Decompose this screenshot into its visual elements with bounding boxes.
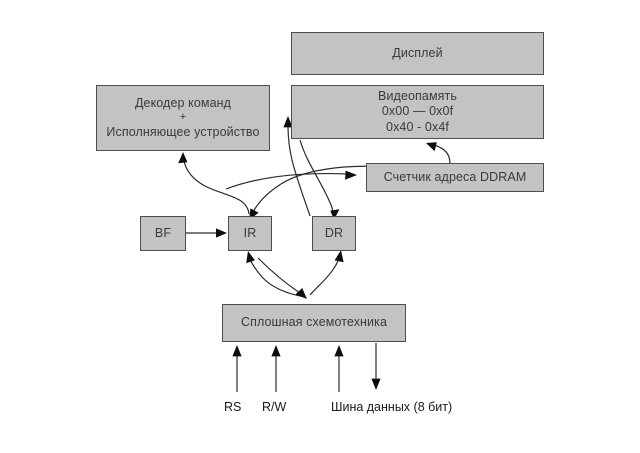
block-dr-label: DR [324,225,344,240]
wire-ir-to-ddram-counter [225,170,357,190]
port-label-rs: RS [224,400,242,414]
wire-rw-input [271,345,281,392]
block-analog-circuitry: Сплошная схемотехника [222,304,406,342]
wire-bf-to-ir [186,228,227,238]
wire-videomemory-to-dr [299,139,340,220]
wire-videomemory-to-ir [249,165,386,220]
block-decoder: Декодер команд + Исполняющее устройство [96,85,270,151]
block-ir: IR [228,216,272,251]
block-video-memory: Видеопамять 0x00 — 0x0f 0x40 - 0x4f [291,85,544,139]
port-label-rw: R/W [262,400,287,414]
block-decoder-title: Декодер команд [134,96,232,111]
wire-databus-out [371,343,381,390]
block-decoder-plus: + [179,111,187,124]
block-ddram-counter: Счетчик адреса DDRAM [366,163,544,192]
block-video-memory-range-1: 0x00 — 0x0f [381,104,454,119]
block-analog-circuitry-label: Сплошная схемотехника [240,315,388,330]
wire-ddram-counter-to-video-memory [426,142,451,164]
block-display-label: Дисплей [392,45,443,60]
block-ddram-counter-label: Счетчик адреса DDRAM [383,169,527,184]
wire-ir-to-analog [257,257,307,299]
wire-rs-input [232,345,242,392]
block-video-memory-range-2: 0x40 - 0x4f [386,119,449,134]
wire-analog-to-dr [309,250,344,296]
wire-databus-in [334,345,344,392]
block-display: Дисплей [291,32,544,75]
port-label-data-bus: Шина данных (8 бит) [331,400,453,414]
block-bf-label: BF [154,225,172,240]
block-ir-label: IR [243,225,257,240]
wire-ir-to-decoder [178,152,250,215]
block-video-memory-title: Видеопамять [378,89,457,104]
block-dr: DR [312,216,356,251]
block-bf: BF [140,216,186,251]
block-decoder-subtitle: Исполняющее устройство [106,124,260,139]
wire-analog-to-ir [246,251,306,298]
